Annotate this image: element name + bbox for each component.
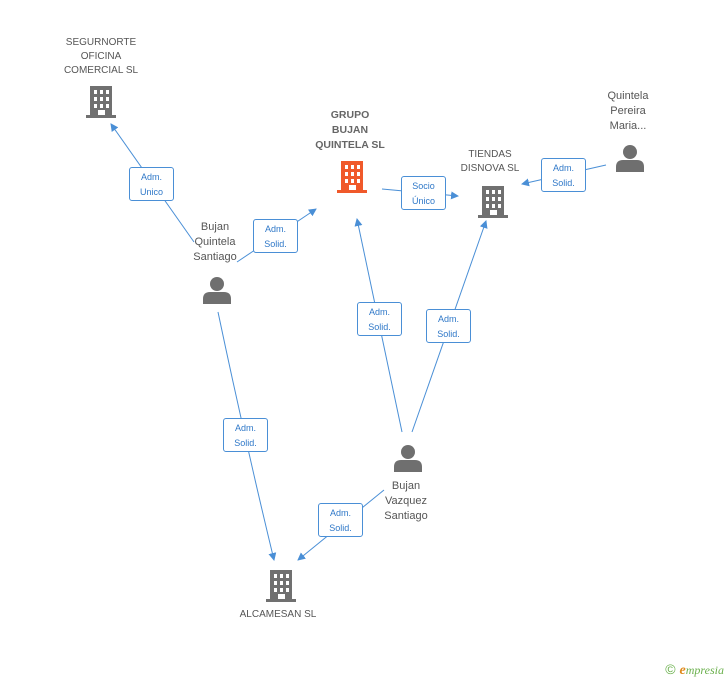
edge-label-adm-solid: Adm. Solid. [253,219,298,253]
node-label-alcamesan[interactable]: ALCAMESAN SL [239,609,317,620]
node-label-bujan-vazquez-santiago[interactable]: Bujan Vazquez Santiago [384,480,428,522]
edge-label-adm-unico: Adm. Unico [129,167,174,201]
edge-label-socio-unico: Socio Único [401,176,446,210]
edge-label-adm-solid: Adm. Solid. [541,158,586,192]
edge-label-adm-solid: Adm. Solid. [357,302,402,336]
building-icon [478,186,508,218]
brand-logo-text: mpresia [685,663,724,677]
building-icon [266,570,296,602]
node-label-tiendas[interactable]: TIENDAS DISNOVA SL [460,149,520,174]
node-label-quintela[interactable]: Quintela Pereira Maria... [607,90,649,132]
brand-footer: ©empresia [665,661,724,679]
node-label-segurnorte[interactable]: SEGURNORTE OFICINA COMERCIAL SL [63,37,139,76]
building-icon [337,161,367,193]
brand-logo-initial: e [679,663,686,678]
person-icon [616,145,644,172]
node-label-grupo[interactable]: GRUPO BUJAN QUINTELA SL [315,109,385,151]
edge-label-adm-solid: Adm. Solid. [426,309,471,343]
copyright-icon: © [665,661,676,677]
edge-label-adm-solid: Adm. Solid. [223,418,268,452]
person-icon [203,277,231,304]
building-icon [86,86,116,118]
person-icon [394,445,422,472]
node-label-bujan-quintela-santiago[interactable]: Bujan Quintela Santiago [193,221,237,263]
edge-label-adm-solid: Adm. Solid. [318,503,363,537]
